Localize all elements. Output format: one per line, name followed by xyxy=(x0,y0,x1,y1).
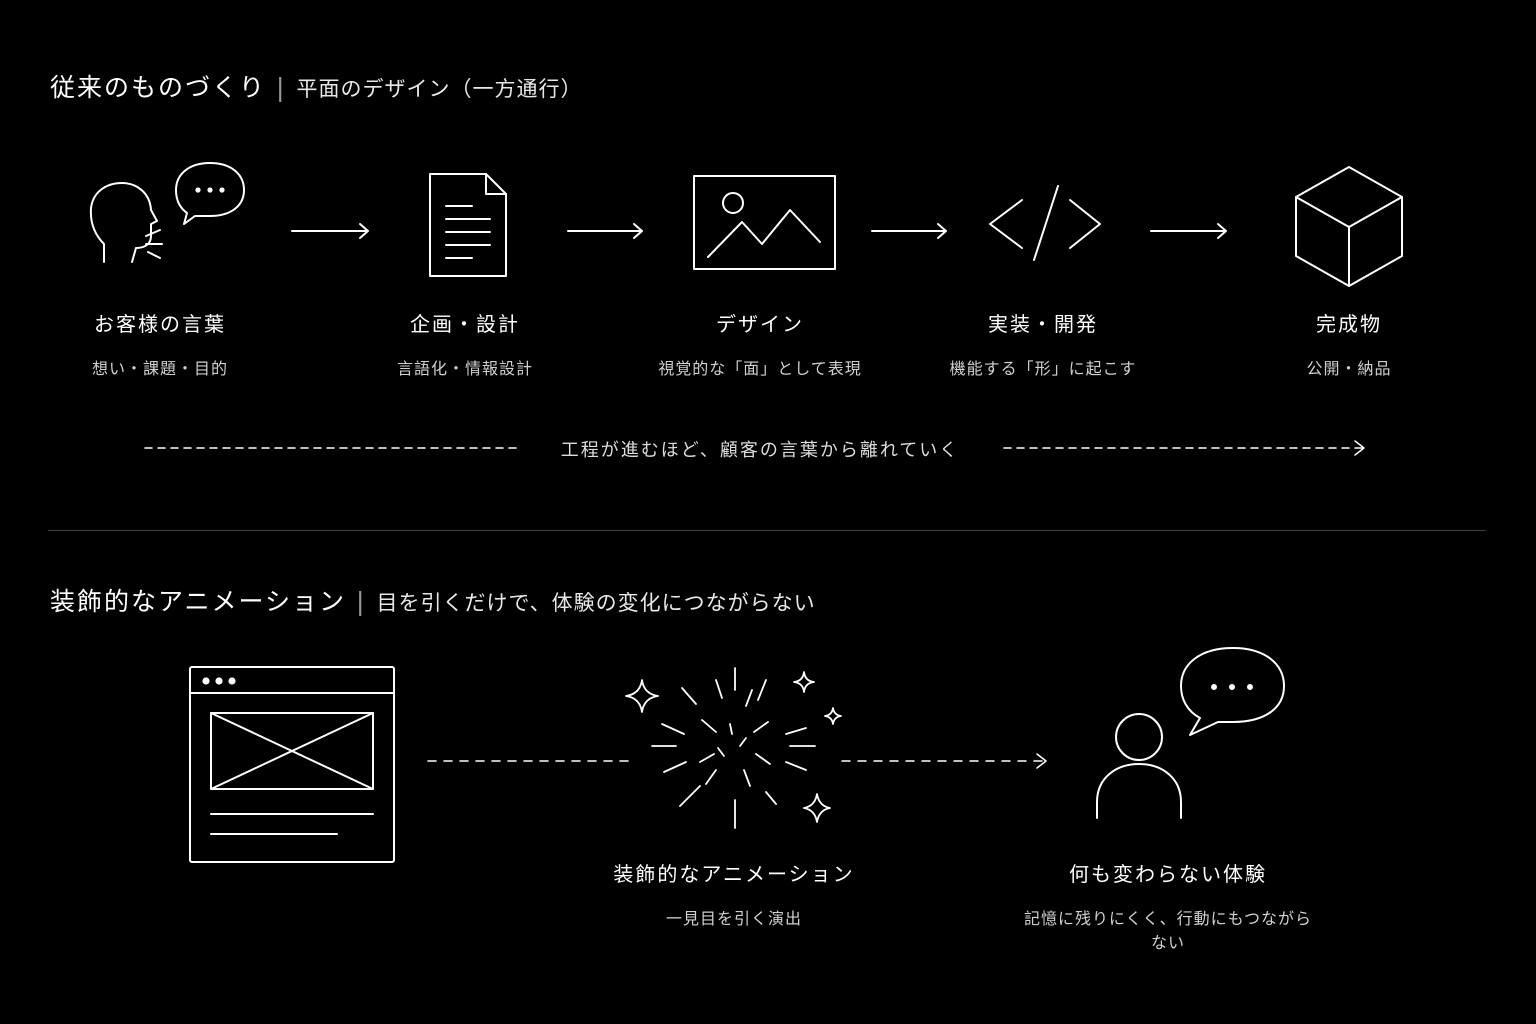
section-title-traditional: 従来のものづくり | 平面のデザイン（一方通行） xyxy=(50,68,582,104)
step-customer-words: お客様の言葉 想い・課題・目的 xyxy=(10,308,310,379)
arrow-right-icon xyxy=(1151,224,1226,238)
step-label: 完成物 xyxy=(1316,312,1382,336)
browser-wireframe-icon xyxy=(190,667,394,862)
step-label: デザイン xyxy=(716,312,804,336)
section-subtitle: 目を引くだけで、体験の変化につながらない xyxy=(376,591,816,615)
dashed-arrow xyxy=(842,754,1046,768)
step-desc: 公開・納品 xyxy=(1306,359,1392,378)
document-icon xyxy=(430,174,506,276)
arrow-right-icon xyxy=(872,224,946,238)
arrow-right-icon xyxy=(292,224,368,238)
dashed-flow-arrow xyxy=(145,441,1364,455)
section-title-main: 従来のものづくり xyxy=(50,73,267,102)
item-decorative-animation: 装飾的なアニメーション 一見目を引く演出 xyxy=(584,858,884,929)
arrow-right-icon xyxy=(568,224,642,238)
section-title-main: 装飾的なアニメーション xyxy=(50,587,347,616)
title-separator: | xyxy=(276,73,287,102)
item-label: 何も変わらない体験 xyxy=(1069,862,1267,886)
step-development: 実装・開発 機能する「形」に起こす xyxy=(893,308,1193,379)
step-desc: 想い・課題・目的 xyxy=(91,359,228,378)
sparkle-burst-icon xyxy=(626,668,841,828)
image-icon xyxy=(694,176,835,269)
item-desc: 一見目を引く演出 xyxy=(665,909,802,928)
person-speech-icon xyxy=(1097,648,1284,818)
title-separator: | xyxy=(356,587,367,616)
step-label: お客様の言葉 xyxy=(94,312,226,336)
step-label: 企画・設計 xyxy=(410,312,520,336)
step-desc: 言語化・情報設計 xyxy=(396,359,533,378)
step-desc: 機能する「形」に起こす xyxy=(949,359,1137,378)
code-icon xyxy=(990,186,1100,260)
section-title-decorative: 装飾的なアニメーション | 目を引くだけで、体験の変化につながらない xyxy=(50,582,816,618)
flow-note: 工程が進むほど、顧客の言葉から離れていく xyxy=(560,440,960,461)
section-divider xyxy=(48,530,1486,531)
item-label: 装飾的なアニメーション xyxy=(613,862,855,886)
cube-icon xyxy=(1296,167,1402,286)
step-design: デザイン 視覚的な「面」として表現 xyxy=(610,308,910,379)
step-planning: 企画・設計 言語化・情報設計 xyxy=(315,308,615,379)
step-deliverable: 完成物 公開・納品 xyxy=(1199,308,1499,379)
item-unchanged-experience: 何も変わらない体験 記憶に残りにくく、行動にもつながらない xyxy=(1018,858,1318,953)
step-label: 実装・開発 xyxy=(988,312,1098,336)
step-desc: 視覚的な「面」として表現 xyxy=(658,359,862,378)
item-desc: 記憶に残りにくく、行動にもつながらない xyxy=(1023,909,1313,952)
speaking-person-icon xyxy=(91,163,244,262)
section-subtitle: 平面のデザイン（一方通行） xyxy=(296,77,583,101)
